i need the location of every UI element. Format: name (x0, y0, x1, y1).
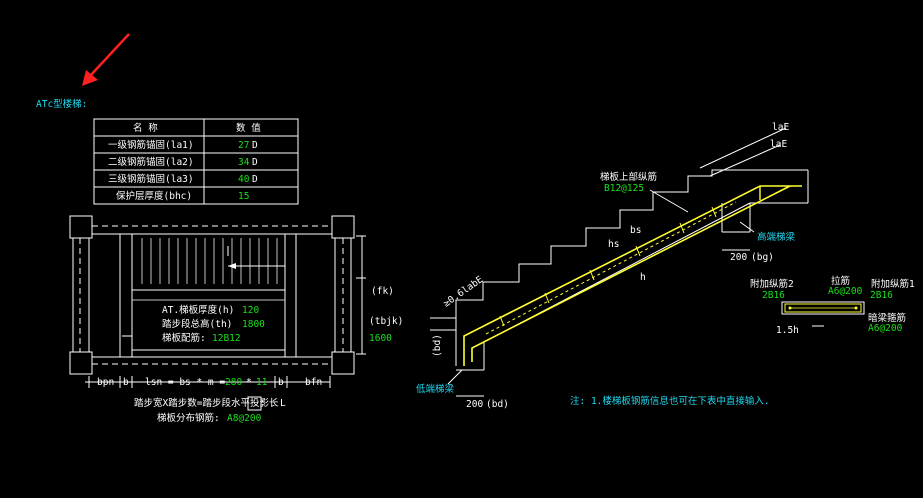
tie-rebar-label: 拉筋 (831, 275, 850, 287)
additional-rebar-2-value[interactable]: 2B16 (762, 290, 785, 301)
table-row-name: 二级钢筋锚固(la2) (108, 156, 194, 168)
thickness-label: h (640, 272, 646, 283)
additional-rebar-1-label: 附加纵筋1 (871, 278, 915, 290)
table-row-unit: D (252, 174, 258, 185)
parameter-table: 名 称 数 值 一级钢筋锚固(la1) 27 D 二级钢筋锚固(la2) 34 … (93, 118, 299, 205)
bd-label: (bd) (486, 399, 509, 410)
slab-thickness-label: AT.梯板厚度(h) (162, 304, 234, 316)
cursor-box-icon (247, 396, 262, 411)
high-end-beam-label: 高端梯梁 (757, 231, 796, 243)
stair-type-title: ATc型楼梯: (36, 98, 87, 110)
la-dimension-upper: laE (772, 122, 789, 133)
table-row-value[interactable]: 34 (238, 157, 250, 168)
top-rebar-label: 梯板上部纵筋 (600, 171, 657, 183)
table-header-name: 名 称 (133, 122, 158, 134)
slab-thickness-value[interactable]: 120 (242, 305, 259, 316)
dim-b-left: b (123, 377, 129, 388)
tbjk-label: (tbjk) (369, 316, 403, 327)
hidden-beam-stirrup-value[interactable]: A6@200 (868, 323, 903, 334)
total-height-label: 踏步段总高(th) (162, 318, 232, 330)
dim-bpn: bpn (97, 377, 114, 388)
table-header-value: 数 值 (236, 122, 261, 134)
stair-plan-view: AT.梯板厚度(h) 120 踏步段总高(th) 1800 梯板配筋: 12B1… (69, 215, 403, 424)
additional-rebar-2-label: 附加纵筋2 (750, 278, 794, 290)
distribution-rebar-label: 梯板分布钢筋: (157, 412, 220, 424)
dim-bfn: bfn (305, 377, 322, 388)
slab-rebar-value[interactable]: 12B12 (212, 333, 241, 344)
dim-1-5h: 1.5h (776, 325, 799, 336)
step-height-label: hs (608, 239, 619, 250)
tie-rebar-value[interactable]: A6@200 (828, 286, 863, 297)
table-row-value[interactable]: 27 (238, 140, 249, 151)
top-rebar-value[interactable]: B12@125 (604, 183, 644, 194)
red-arrow-icon (82, 33, 130, 86)
table-row-unit: D (252, 157, 258, 168)
dim-step-count[interactable]: 11 (256, 377, 268, 388)
dim-lsn: lsn = bs * m = (145, 377, 225, 388)
slab-rebar-label: 梯板配筋: (162, 332, 206, 344)
stair-section-view: laE laE 梯板上部纵筋 B12@125 高端梯梁 200 (bg) bs … (416, 122, 915, 410)
hidden-beam-detail (781, 301, 865, 315)
table-row-name: 保护层厚度(bhc) (116, 190, 192, 202)
anchor-length-label: ≥0.6labE (441, 274, 485, 309)
step-width-label: bs (630, 225, 641, 236)
caption-suffix: L (280, 398, 286, 409)
fk-label: (fk) (371, 286, 394, 297)
table-row-unit: D (252, 140, 258, 151)
dim-step-width[interactable]: 280 (225, 377, 242, 388)
dim-b-right: b (278, 377, 284, 388)
additional-rebar-1-value[interactable]: 2B16 (870, 290, 893, 301)
dim-multiply: * (246, 377, 252, 388)
plan-caption: 踏步宽X踏步数=踏步段水平投影长 (134, 397, 279, 409)
distribution-rebar-value[interactable]: A8@200 (227, 413, 262, 424)
total-height-value[interactable]: 1800 (242, 319, 265, 330)
table-row-name: 一级钢筋锚固(la1) (108, 139, 194, 151)
bg-label: (bg) (751, 252, 774, 263)
table-row-value[interactable]: 15 (238, 191, 249, 202)
tbjk-value[interactable]: 1600 (369, 333, 392, 344)
bg-value: 200 (730, 252, 747, 263)
bd-value: 200 (466, 399, 483, 410)
bd-side-label: (bd) (432, 334, 443, 357)
table-row-value[interactable]: 40 (238, 174, 250, 185)
la-dimension-lower: laE (770, 139, 787, 150)
low-end-beam-label: 低端梯梁 (416, 383, 455, 395)
table-row-name: 三级钢筋锚固(la3) (108, 173, 194, 185)
note-text: 注: 1.楼梯板钢筋信息也可在下表中直接输入. (570, 395, 770, 407)
hidden-beam-stirrup-label: 暗梁箍筋 (868, 312, 906, 324)
